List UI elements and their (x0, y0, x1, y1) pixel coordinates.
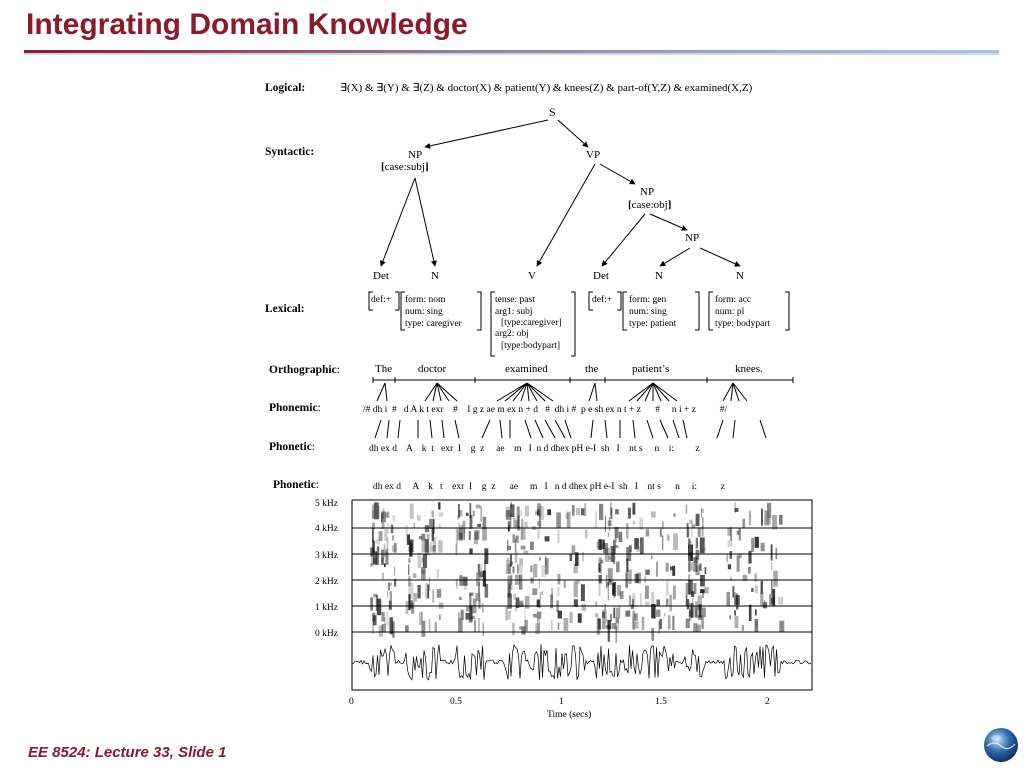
word-span-arrows (372, 377, 794, 383)
svg-text:type: bodypart: type: bodypart (715, 319, 771, 329)
svg-text:def:+: def:+ (592, 294, 612, 305)
row-label-phonetic: Phonetic: (269, 441, 315, 453)
tree-edges (380, 119, 741, 267)
svg-text:form: gen: form: gen (629, 294, 666, 305)
lexical-box-n-1: form: nom num: sing type: caregiver (400, 291, 482, 331)
phonemic-fanout-arrows (376, 382, 748, 402)
svg-text:form: acc: form: acc (715, 294, 751, 305)
row-label-syntactic: Syntactic: (265, 146, 314, 158)
svg-text:arg1: subj: arg1: subj (495, 307, 533, 317)
svg-text:form: nom: form: nom (405, 294, 446, 305)
row-label-logical: Logical: (265, 82, 305, 94)
node-np-subj-features: [case:subj] (381, 161, 429, 173)
row-label-phonemic: Phonemic: (269, 402, 321, 414)
parse-diagram: Logical: Syntactic: Lexical: Orthographi… (265, 82, 813, 720)
slide-footer: EE 8524: Lecture 33, Slide 1 (28, 744, 227, 761)
lexical-box-det-2: def:+ (588, 291, 622, 311)
svg-text:tense: past: tense: past (495, 295, 535, 305)
slide-title: Integrating Domain Knowledge (26, 8, 468, 41)
node-np-obj: NP (640, 186, 654, 198)
freq-label-0: 0 kHz (315, 629, 338, 639)
leaf-n-1: N (431, 270, 439, 282)
svg-text:def:+: def:+ (371, 294, 391, 305)
lexical-box-det-1: def:+ (368, 291, 400, 311)
word-doctor: doctor (418, 363, 446, 375)
svg-text:[type:bodypart]: [type:bodypart] (501, 341, 560, 351)
time-tick-0.5: 0.5 (450, 697, 462, 707)
freq-label-2: 2 kHz (315, 577, 338, 587)
globe-logo-icon (984, 728, 1018, 762)
freq-label-1: 1 kHz (315, 603, 338, 613)
node-np-subj: NP (408, 149, 422, 161)
leaf-det-1: Det (373, 270, 389, 282)
lexical-box-n-3: form: acc num: pl type: bodypart (708, 291, 790, 331)
freq-label-4: 4 kHz (315, 524, 338, 534)
phonetic-arrows (374, 419, 767, 439)
row-label-orthographic: Orthographic: (269, 364, 340, 376)
svg-text:num: sing: num: sing (629, 307, 667, 317)
svg-text:type: patient: type: patient (629, 319, 677, 329)
phonetic-transcription: dh ex d A k t exr I g z ae m I n d dhex … (369, 444, 700, 454)
leaf-n-2: N (655, 270, 663, 282)
node-s: S (549, 105, 556, 119)
node-np-obj-features: [case:obj] (628, 199, 671, 211)
word-knees: knees. (735, 363, 763, 375)
word-the-1: The (375, 363, 392, 375)
lexical-box-n-2: form: gen num: sing type: patient (622, 291, 700, 331)
time-tick-2: 2 (765, 697, 770, 707)
svg-text:num: sing: num: sing (405, 307, 443, 317)
logical-form: ∃(X) & ∃(Y) & ∃(Z) & doctor(X) & patient… (340, 82, 753, 94)
word-the-2: the (585, 363, 599, 375)
time-tick-1: 1 (559, 697, 564, 707)
freq-label-3: 3 kHz (315, 551, 338, 561)
word-examined: examined (505, 363, 548, 375)
phonemic-transcription: /# dh i # d A k t exr # I g z ae m ex n … (363, 405, 727, 415)
svg-text:num: pl: num: pl (715, 307, 745, 317)
leaf-n-3: N (736, 270, 744, 282)
row-label-phonetic-2: Phonetic: (273, 479, 319, 491)
time-tick-0: 0 (349, 697, 354, 707)
title-rule (24, 50, 999, 55)
row-label-lexical: Lexical: (265, 303, 305, 315)
svg-text:type: caregiver: type: caregiver (405, 319, 463, 329)
leaf-v: V (528, 270, 536, 282)
spectrogram: 5 kHz 4 kHz 3 kHz 2 kHz 1 kHz 0 kHz 0 0.… (315, 499, 813, 720)
svg-text:[type:caregiver]: [type:caregiver] (501, 318, 562, 328)
svg-text:arg2: obj: arg2: obj (495, 329, 529, 339)
phonetic-transcription-2: dh ex d A k t exr I g z ae m I n d dhex … (373, 482, 725, 492)
word-patients: patient’s (632, 363, 669, 375)
node-vp: VP (586, 149, 600, 161)
node-np-inner: NP (685, 232, 699, 244)
freq-label-5: 5 kHz (315, 499, 338, 509)
time-axis-label: Time (secs) (547, 709, 591, 720)
time-tick-1.5: 1.5 (655, 697, 667, 707)
leaf-det-2: Det (593, 270, 609, 282)
lexical-box-v: tense: past arg1: subj [type:caregiver] … (490, 291, 576, 357)
